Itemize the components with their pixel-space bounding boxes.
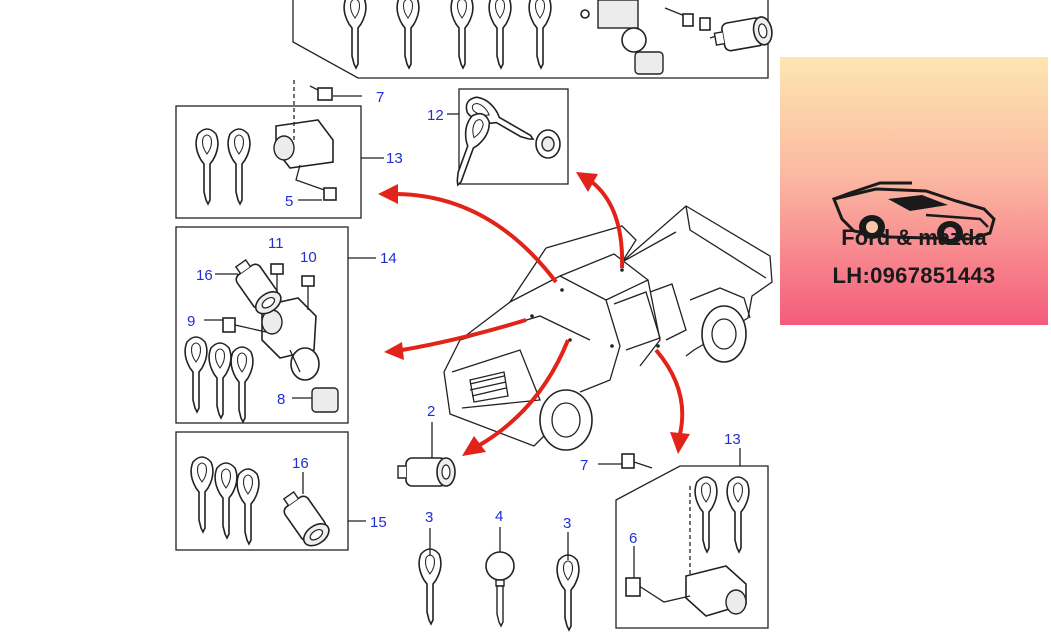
key-icon [418,548,442,625]
callout-labels: 7 12 13 5 11 10 16 14 9 8 2 16 15 3 4 3 … [187,89,741,547]
callout-12: 12 [427,107,444,124]
callout-11: 11 [268,235,284,252]
callout-9: 9 [187,313,195,330]
key-icon [556,554,580,631]
callout-4: 4 [495,508,503,525]
bolt-icon [309,85,362,101]
bolt-icon [598,453,653,469]
shop-banner: Ford & mazda LH:0967851443 [780,57,1048,325]
door-lock-cylinder-2 [397,422,456,487]
callout-15: 15 [370,514,387,531]
tailgate-lock-icon [625,486,747,617]
key-icon [214,462,238,539]
brand-text: Ford & mazda [841,225,987,250]
callout-13: 13 [386,150,403,167]
callout-8: 8 [277,391,285,408]
key-icon [450,0,474,69]
contact-phone: LH:0967851443 [832,263,996,288]
callout-3: 3 [425,509,433,526]
parts-panel-13-upper [175,80,384,219]
tailgate-lock-icon [273,80,337,201]
key-icon [726,476,750,553]
key-icon [396,0,420,69]
clip-icon [204,317,267,333]
key-icon [208,342,232,419]
ignition-lock-icon [580,0,664,75]
callout-10: 10 [300,249,317,266]
callout-13: 13 [724,431,741,448]
callout-16: 16 [292,455,309,472]
key-icon [343,0,367,69]
pickup-truck-illustration [443,205,773,451]
parts-panel-14 [175,226,376,424]
key-icon [227,128,251,205]
callout-16: 16 [196,267,213,284]
callout-7: 7 [580,457,588,474]
key-icon [236,468,260,545]
key-icon [190,456,214,533]
sports-car-silhouette-icon [831,181,996,245]
callout-6: 6 [629,530,637,547]
callout-5: 5 [285,193,293,210]
top-parts-panel [292,0,775,79]
key-icon [445,109,494,190]
key-icon [230,346,254,423]
key-icon [195,128,219,205]
parts-panel-15 [175,431,366,551]
key-round-icon [485,551,515,627]
key-icon [528,0,552,69]
lock-cylinder-icon [535,129,561,159]
lock-cylinder-icon [276,486,334,551]
callout-2: 2 [427,403,435,420]
callout-3: 3 [563,515,571,532]
callout-14: 14 [380,250,397,267]
ignition-switch-icon [261,297,339,413]
key-icon [184,336,208,413]
parts-panel-13-lower [598,448,769,629]
callout-7: 7 [376,89,384,106]
key-icon [694,476,718,553]
parts-panel-12 [445,88,569,190]
small-latch-parts-icon [664,7,775,54]
key-icon [488,0,512,69]
red-arrows [378,172,690,456]
